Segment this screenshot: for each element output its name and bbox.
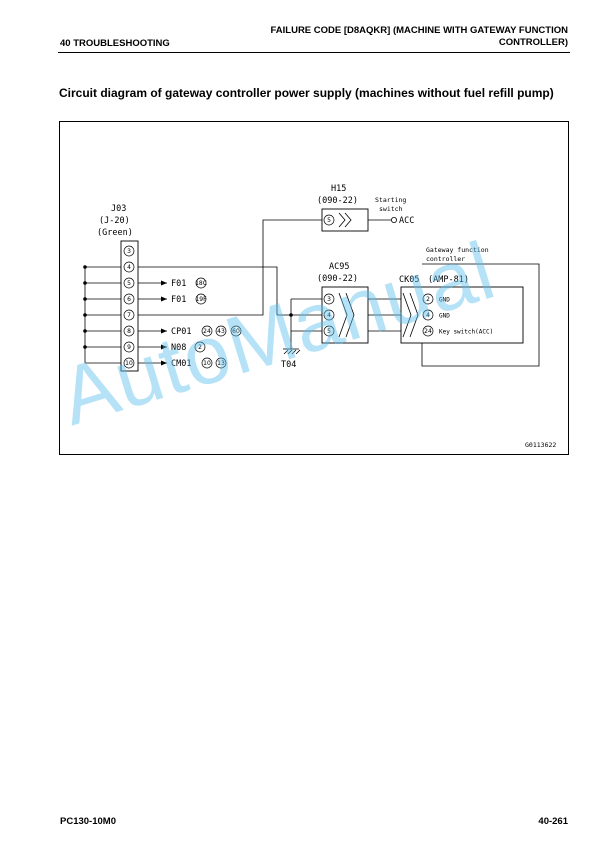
ground-junction — [289, 313, 293, 317]
ac95-pins: 3 4 5 — [323, 293, 335, 337]
acc-terminal — [390, 217, 397, 224]
footer-page-number: 40-261 — [538, 816, 568, 827]
j03-connector-body — [120, 240, 139, 372]
j03-pin-6-label: 6 — [127, 296, 131, 303]
h15-pin-chevron-1 — [338, 212, 346, 228]
j03-common-bus — [84, 266, 121, 364]
starting-switch-label-2: switch — [379, 205, 403, 213]
ck05-pins: 2 4 24 — [422, 293, 434, 337]
header-rule — [58, 52, 570, 53]
j03-pin-10 — [123, 357, 135, 369]
ck05-pin-24-label: 24 — [424, 328, 432, 335]
ac95-part: (090-22) — [317, 274, 358, 284]
ac95-chevron-1 — [338, 292, 348, 338]
dest-9-label: N08 — [171, 343, 186, 353]
j03-arrow-9: N08 2 — [138, 341, 206, 353]
dest-10-label: CM01 — [171, 359, 191, 369]
diagram-heading: Circuit diagram of gateway controller po… — [59, 86, 554, 100]
gateway-controller-outline — [421, 263, 540, 367]
wire-h15-to-j03-pin7 — [138, 219, 322, 316]
header-title-line-1: FAILURE CODE [D8AQKR] (MACHINE WITH GATE… — [270, 25, 569, 36]
dest-8-ref-2: 43 — [217, 328, 225, 335]
figure-id: G0113622 — [525, 441, 556, 449]
ac95-pin-5 — [323, 325, 335, 337]
dest-6-label: F01 — [171, 295, 186, 305]
j03-arrow-5: F01 18C — [138, 277, 207, 289]
j03-color: (Green) — [97, 228, 133, 238]
dest-8-label: CP01 — [171, 327, 191, 337]
ck05-chevron-2 — [409, 292, 419, 338]
j03-pin-3 — [123, 245, 135, 257]
ac95-pin-3 — [323, 293, 335, 305]
page-header-title: FAILURE CODE [D8AQKR] (MACHINE WITH GATE… — [238, 25, 569, 49]
h15-pin-chevron-2 — [344, 212, 352, 228]
ac95-name: AC95 — [329, 262, 349, 272]
footer-model: PC130-10M0 — [60, 816, 116, 827]
ac95-pin-4 — [323, 309, 335, 321]
ck05-pin-24 — [422, 325, 434, 337]
ck05-signal-gnd-2: GND — [439, 313, 450, 320]
j03-bus-junctions — [83, 265, 87, 349]
ac95-pin-4-label: 4 — [327, 312, 331, 319]
j03-pin-7 — [123, 309, 135, 321]
wire-j03-pin4-to-ground — [138, 266, 278, 315]
ck05-connector-body — [400, 286, 524, 344]
ck05-pin-2 — [422, 293, 434, 305]
acc-label: ACC — [399, 216, 414, 226]
h15-pin-5-label: 5 — [327, 217, 331, 224]
ck05-signal-gnd-1: GND — [439, 297, 450, 304]
controller-label-1: Gateway function — [426, 246, 489, 254]
j03-pin-9-label: 9 — [127, 344, 131, 351]
ck05-name: CK05 — [399, 275, 419, 285]
j03-pin-7-label: 7 — [127, 312, 131, 319]
ck05-signal-key-switch: Key switch(ACC) — [439, 329, 493, 336]
j03-name: J03 — [111, 204, 126, 214]
controller-label-2: controller — [426, 255, 465, 263]
j03-arrow-8: CP01 24 43 60 — [138, 325, 242, 337]
dest-6-ref: 19F — [195, 296, 207, 303]
starting-switch-label-1: Starting — [375, 196, 406, 204]
dest-9-ref: 2 — [198, 344, 202, 351]
j03-pins: 3 4 5 6 7 8 9 10 — [123, 245, 135, 369]
ck05-pin-4 — [422, 309, 434, 321]
j03-pin-8-label: 8 — [127, 328, 131, 335]
circuit-diagram-svg: J03 (J-20) (Green) 3 4 5 6 7 8 9 10 — [59, 121, 569, 455]
t04-label: T04 — [281, 360, 296, 370]
j03-arrow-10: CM01 10 13 — [138, 357, 227, 369]
dest-10-ref-1: 10 — [203, 360, 211, 367]
ground-t04-symbol — [283, 331, 301, 355]
j03-pin-3-label: 3 — [127, 248, 131, 255]
ck05-chevron-1 — [402, 292, 412, 338]
section-label: 40 TROUBLESHOOTING — [60, 38, 170, 49]
h15-name: H15 — [331, 184, 346, 194]
j03-pin-5-label: 5 — [127, 280, 131, 287]
ac95-pin-3-label: 3 — [327, 296, 331, 303]
j03-part: (J-20) — [99, 216, 130, 226]
ac95-chevron-2 — [345, 292, 355, 338]
j03-pin-4 — [123, 261, 135, 273]
dest-5-ref: 18C — [195, 280, 207, 287]
j03-pin-10-label: 10 — [125, 360, 133, 367]
h15-pin-5 — [323, 214, 335, 226]
dest-8-ref-1: 24 — [203, 328, 211, 335]
j03-pin-9 — [123, 341, 135, 353]
dest-8-ref-3: 60 — [232, 328, 240, 335]
j03-pin-6 — [123, 293, 135, 305]
ck05-pin-2-label: 2 — [426, 296, 430, 303]
j03-pin-5 — [123, 277, 135, 289]
j03-arrow-6: F01 19F — [138, 293, 207, 305]
dest-10-ref-2: 13 — [217, 360, 225, 367]
ck05-pin-4-label: 4 — [426, 312, 430, 319]
ck05-part: (AMP-81) — [428, 275, 469, 285]
header-title-line-2: CONTROLLER) — [498, 37, 568, 48]
ac95-pin-5-label: 5 — [327, 328, 331, 335]
h15-part: (090-22) — [317, 196, 358, 206]
dest-5-label: F01 — [171, 279, 186, 289]
j03-pin-8 — [123, 325, 135, 337]
circuit-diagram: J03 (J-20) (Green) 3 4 5 6 7 8 9 10 — [59, 121, 569, 455]
j03-pin-4-label: 4 — [127, 264, 131, 271]
diagram-frame — [59, 121, 569, 455]
